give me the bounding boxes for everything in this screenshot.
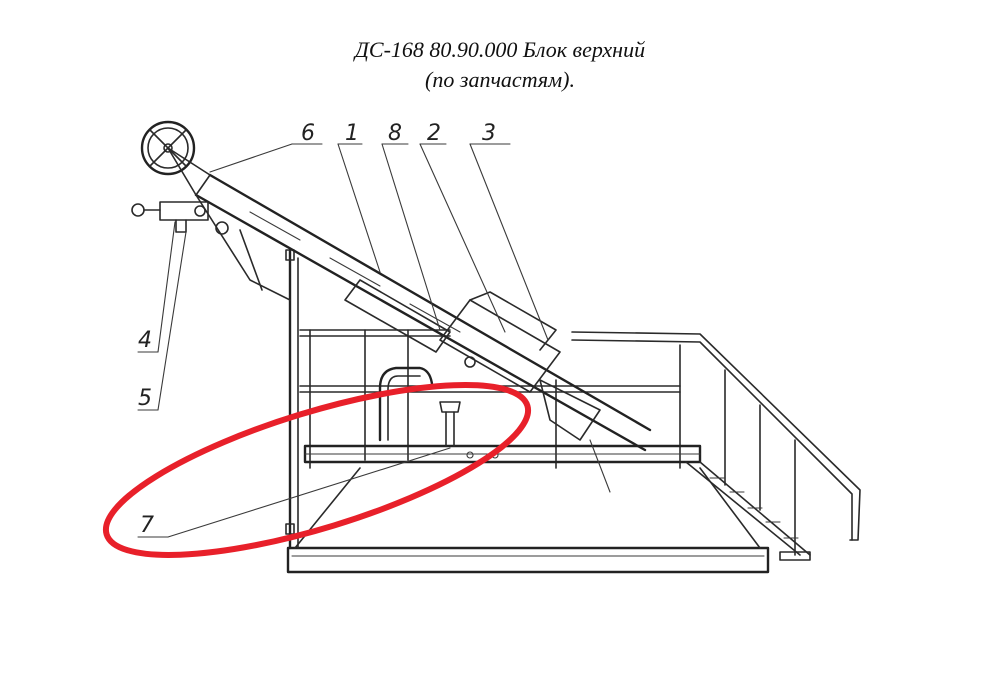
highlight-ellipse xyxy=(102,382,532,558)
label-8: 8 xyxy=(388,121,402,146)
carriage-assemblies xyxy=(344,279,601,441)
support-post xyxy=(439,401,461,447)
leader-lines xyxy=(137,143,611,538)
railings xyxy=(299,329,681,461)
drawing-subtitle: (по запчастям). xyxy=(425,67,575,92)
inclined-boom xyxy=(194,173,652,452)
handrail-pipe xyxy=(378,366,434,442)
label-6: 6 xyxy=(301,121,315,146)
label-1: 1 xyxy=(345,121,359,146)
label-4: 4 xyxy=(138,328,152,353)
label-3: 3 xyxy=(482,121,496,146)
hook-clamp xyxy=(131,201,229,235)
drawing-title: ДС-168 80.90.000 Блок верхний xyxy=(354,37,646,62)
pulley-wheel xyxy=(140,120,211,196)
stairs xyxy=(571,331,861,561)
label-5: 5 xyxy=(138,386,152,411)
label-7: 7 xyxy=(140,513,154,538)
label-2: 2 xyxy=(427,121,441,146)
